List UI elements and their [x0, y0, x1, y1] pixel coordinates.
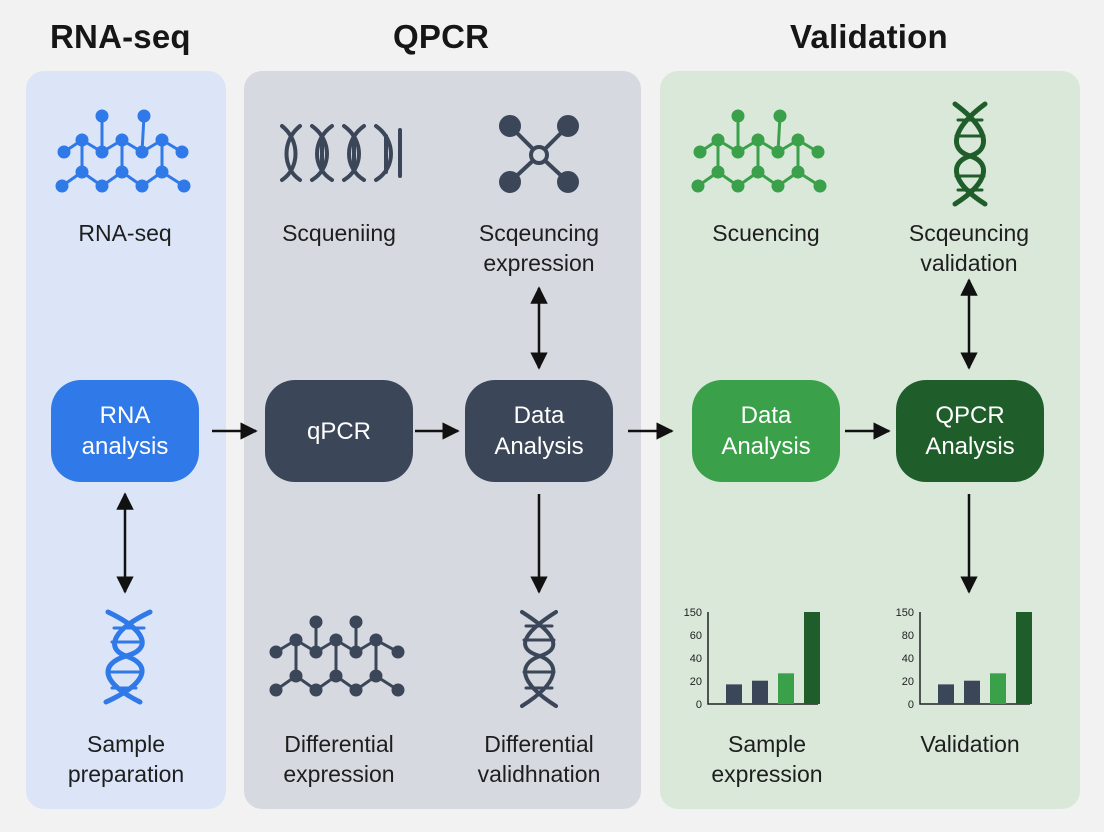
y-tick-label: 40 — [690, 653, 702, 665]
chart-bar — [778, 673, 794, 704]
chart-bar — [1016, 612, 1032, 704]
node-data-analysis-line1: Data — [513, 402, 565, 429]
label-sequencing-validation: Scqeuncing validation — [886, 218, 1052, 278]
chart-bar — [990, 673, 1006, 704]
node-qpcr: qPCR — [265, 380, 413, 482]
y-tick-label: 80 — [902, 630, 914, 642]
label-differential-validation-line1: Differential — [484, 731, 594, 757]
label-sample-expression: Sample expression — [690, 729, 844, 789]
chart-bar — [804, 612, 820, 704]
y-tick-label: 20 — [690, 676, 702, 688]
label-sequencing-expression-line2: expression — [483, 250, 595, 276]
bar-chart-icon: 150 80 40 20 0 — [896, 607, 1032, 711]
label-sequencing-expression-line1: Scqeuncing — [478, 220, 600, 246]
label-scuencing: Scuencing — [712, 220, 820, 246]
node-qpcr-label: qPCR — [306, 417, 372, 445]
network-icon — [499, 115, 579, 193]
y-tick-label: 40 — [902, 653, 914, 665]
label-sample-preparation: Sample preparation — [48, 729, 204, 789]
dna-helix-icon — [520, 610, 558, 708]
y-tick-label: 0 — [696, 699, 702, 711]
label-rnaseq: RNA-seq — [78, 220, 172, 246]
molecule-icon — [55, 109, 191, 193]
dna-helix-icon — [952, 101, 988, 207]
label-sequencing-validation-line2: validation — [920, 250, 1018, 276]
y-tick-label: 0 — [908, 699, 914, 711]
node-qpcr-analysis-line2: Analysis — [925, 433, 1015, 460]
y-tick-label: 60 — [690, 630, 702, 642]
header-rnaseq: RNA-seq — [50, 18, 191, 55]
node-qpcr-analysis: QPCR Analysis — [896, 380, 1044, 482]
chart-bar — [938, 684, 954, 704]
flow-arrows — [116, 278, 978, 594]
node-rna-analysis-line2: analysis — [81, 433, 169, 460]
label-sequencing-validation-line1: Scqeuncing — [908, 220, 1030, 246]
molecule-icon — [269, 615, 405, 697]
label-sequencing: Scqueniing — [282, 220, 396, 246]
node-data-analysis-green-line2: Analysis — [721, 433, 811, 460]
node-qpcr-analysis-line1: QPCR — [935, 402, 1005, 429]
node-rna-analysis: RNA analysis — [51, 380, 199, 482]
dna-helix-icon — [280, 124, 402, 182]
molecule-icon — [691, 109, 827, 193]
label-sample-preparation-line1: Sample — [87, 731, 165, 757]
chart-bar — [726, 684, 742, 704]
label-sample-expression-line2: expression — [711, 761, 823, 787]
label-differential-validation: Differential validhnation — [462, 729, 616, 789]
node-data-analysis-line2: Analysis — [494, 433, 584, 460]
node-data-analysis-green-line1: Data — [740, 402, 792, 429]
label-differential-expression-line1: Differential — [284, 731, 394, 757]
label-sample-preparation-line2: preparation — [67, 761, 185, 787]
chart-bar — [964, 680, 980, 704]
dna-helix-icon — [103, 609, 153, 705]
bar-chart-icon: 150 60 40 20 0 — [684, 607, 820, 711]
node-rna-analysis-line1: RNA — [99, 402, 151, 429]
y-tick-label: 150 — [684, 607, 702, 619]
label-validation: Validation — [920, 731, 1020, 757]
label-sample-expression-line1: Sample — [728, 731, 806, 757]
label-differential-validation-line2: validhnation — [477, 761, 601, 787]
label-differential-expression-line2: expression — [283, 761, 395, 787]
y-tick-label: 20 — [902, 676, 914, 688]
y-tick-label: 150 — [896, 607, 914, 619]
header-validation: Validation — [790, 18, 948, 55]
label-sequencing-expression: Scqeuncing expression — [456, 218, 622, 278]
header-qpcr: QPCR — [393, 18, 490, 55]
chart-bar — [752, 680, 768, 704]
label-differential-expression: Differential expression — [262, 729, 416, 789]
